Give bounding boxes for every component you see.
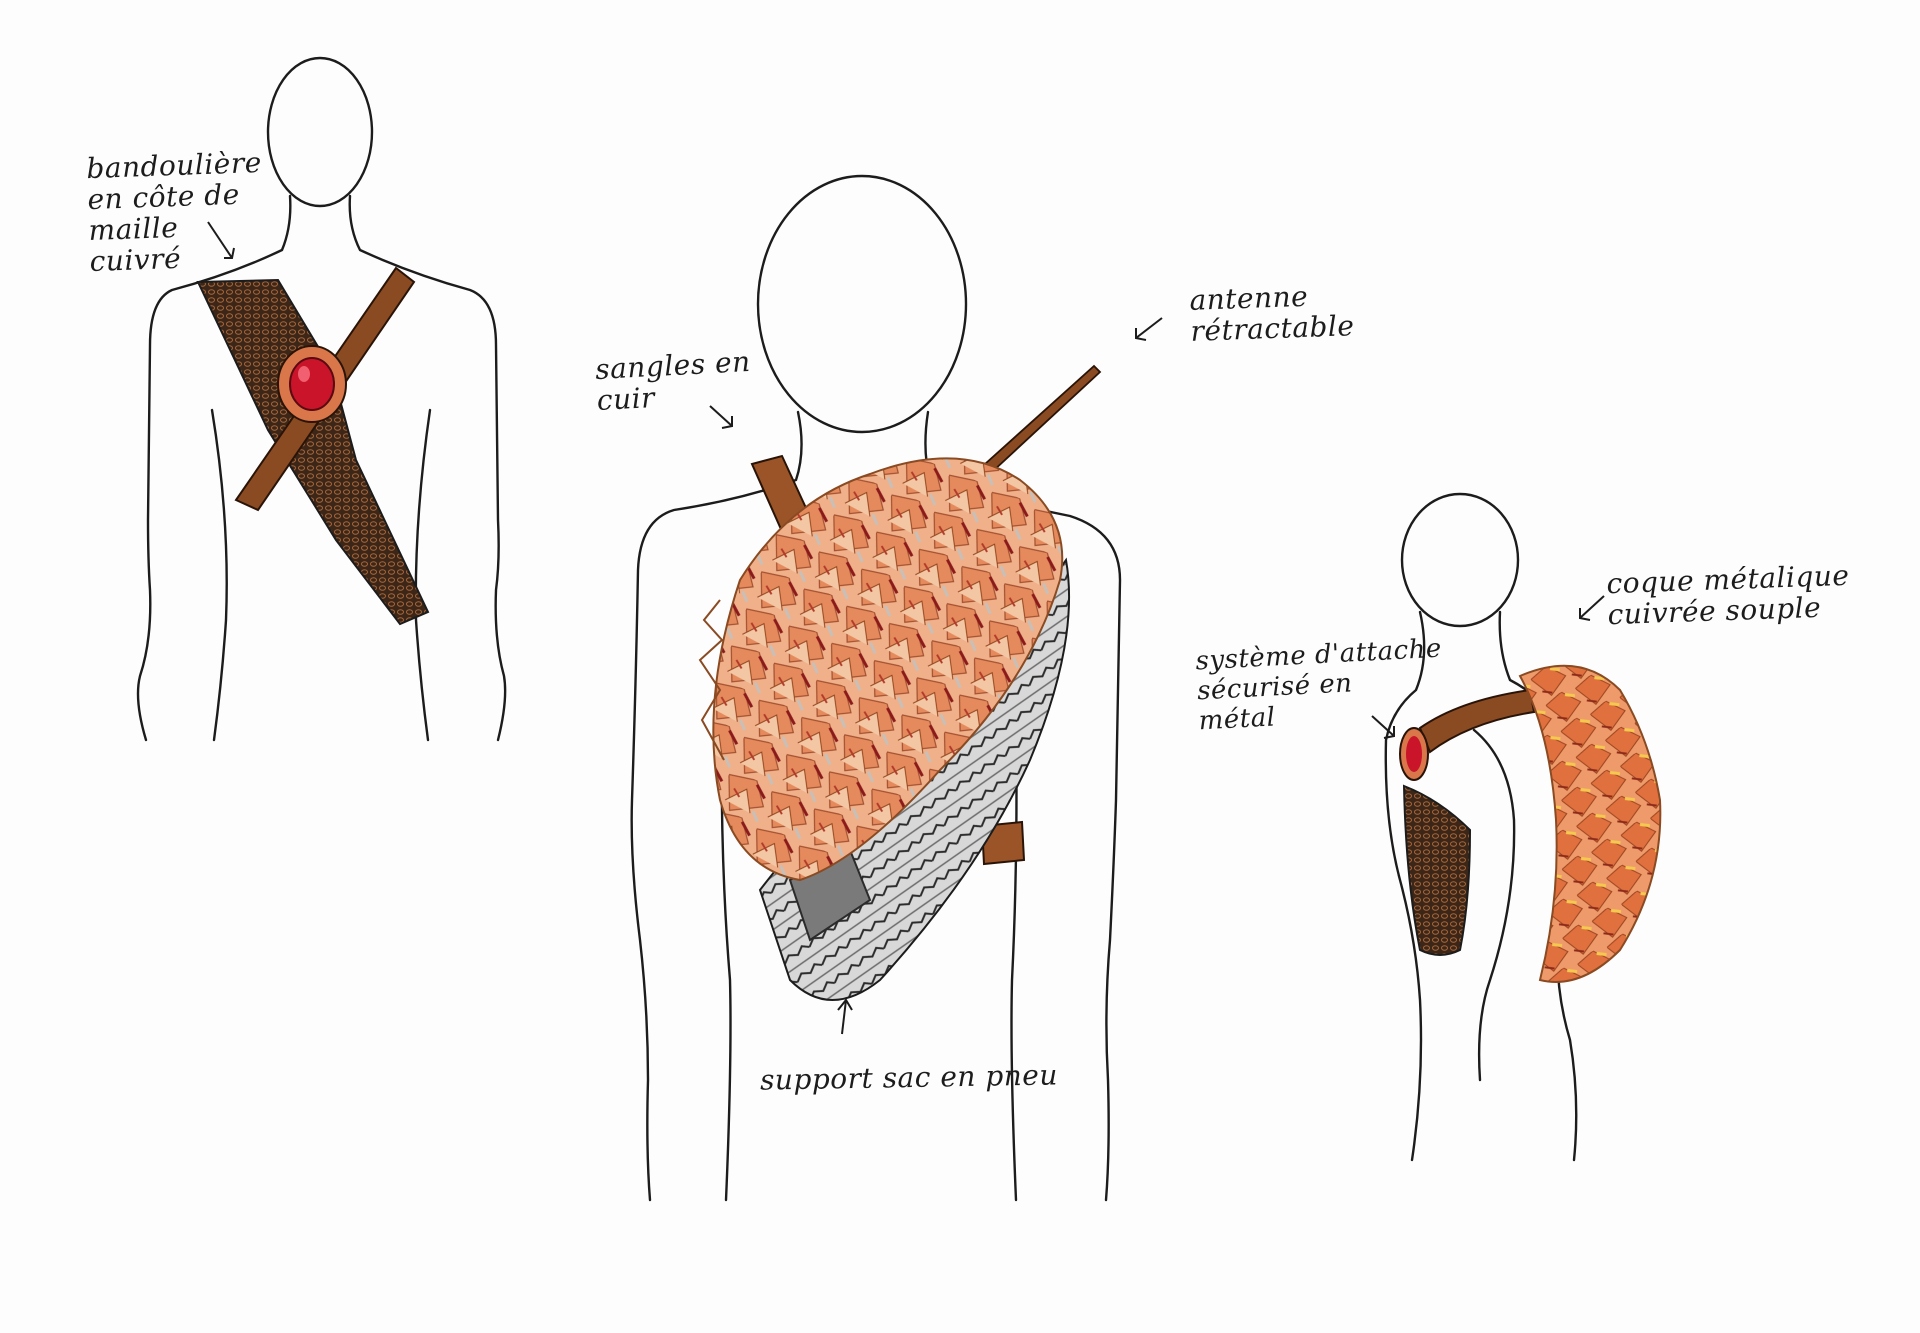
- annotation-support: support sac en pneu: [759, 1058, 1059, 1097]
- annotation-antenne: antenne rétractable: [1189, 279, 1355, 348]
- arrow-coque: [1579, 595, 1605, 621]
- annotation-line: en côte de: [86, 177, 241, 217]
- annotation-bandouliere: bandoulière en côte de maille cuivré: [86, 146, 266, 279]
- leather-strap-side: [1418, 688, 1536, 754]
- annotation-sangles: sangles en cuir: [594, 345, 752, 417]
- metal-clasp: [1399, 727, 1429, 781]
- annotation-coque: coque métalique cuivrée souple: [1606, 559, 1851, 631]
- annotation-line: rétractable: [1190, 309, 1355, 348]
- arrow-support: [837, 998, 853, 1035]
- arrow-antenne: [1135, 317, 1163, 341]
- copper-shell-bag: [698, 457, 1064, 882]
- chainmail-side: [1402, 784, 1472, 956]
- figure-left: [136, 56, 507, 742]
- arrow-bandouliere: [207, 221, 235, 259]
- arrow-sangles: [709, 405, 733, 429]
- copper-shell-side: [1518, 664, 1662, 983]
- gem-brooch: [277, 345, 347, 423]
- annotation-line: support sac en pneu: [759, 1058, 1059, 1097]
- annotation-systeme: système d'attache sécurisé en métal: [1195, 634, 1446, 737]
- antenna: [983, 364, 1102, 474]
- chainmail-strap: [196, 278, 430, 626]
- arrow-systeme: [1371, 715, 1395, 739]
- annotation-line: cuivré: [89, 241, 182, 279]
